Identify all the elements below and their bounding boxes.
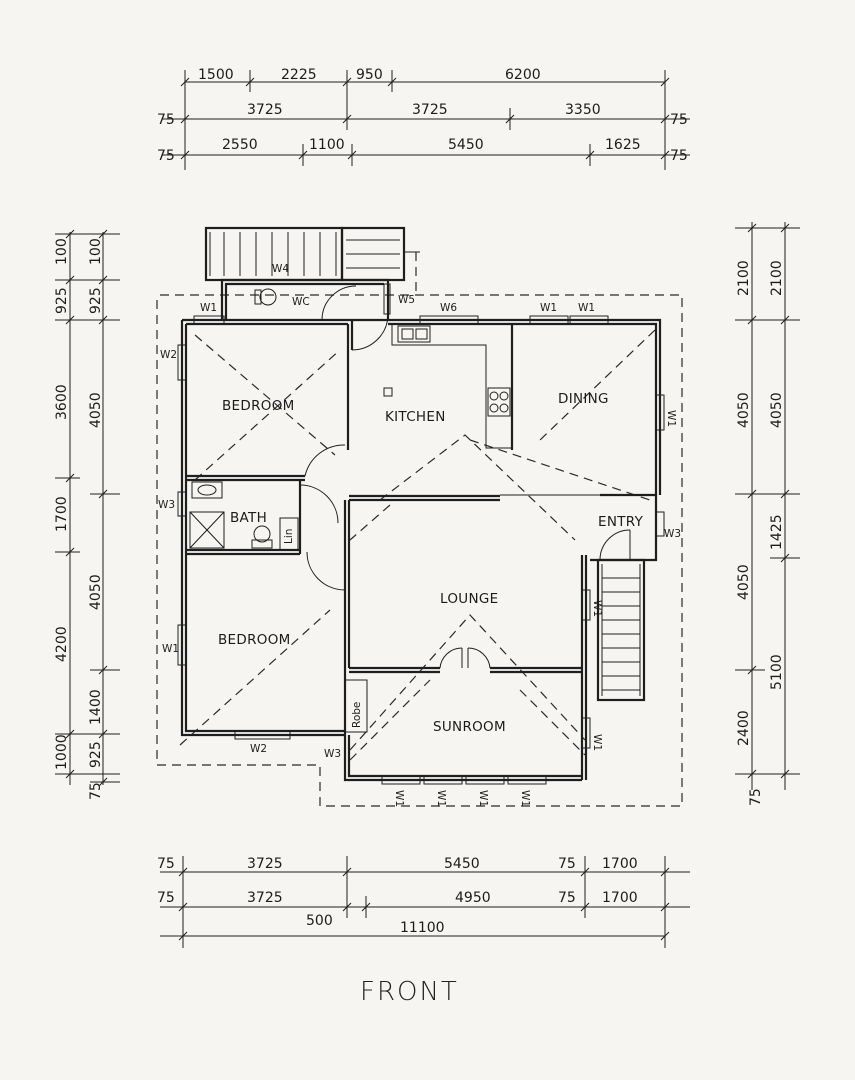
dim-right-2100-b: 2100 [769,260,785,296]
fixtures [189,288,511,551]
room-sunroom: SUNROOM [433,719,506,735]
window-label-w2-bed2: W2 [250,743,267,755]
window-label-w2-bed1: W2 [160,349,177,361]
dim-bot-3725-a: 3725 [247,856,283,872]
dim-left-100-b: 100 [88,238,104,265]
dim-bot-1700-a: 1700 [602,856,638,872]
dim-left-925-b: 925 [88,287,104,314]
dim-top-75-left: 75 [157,112,175,128]
dim-top-2550: 2550 [222,137,258,153]
dim-top-3350: 3350 [565,102,601,118]
dim-left-4200: 4200 [54,626,70,662]
room-linen: Lin [283,529,295,544]
dim-top3-75-left: 75 [157,148,175,164]
window-label-w1-wc: W1 [200,302,217,314]
room-lounge: LOUNGE [440,591,498,607]
dim-top-1500: 1500 [198,67,234,83]
doors [299,280,631,669]
dim-bot-75-b: 75 [558,856,576,872]
room-bedroom-2: BEDROOM [218,632,291,648]
window-label-w1-bed2: W1 [162,643,179,655]
dim-left-75: 75 [88,782,104,800]
window-label-w1-sun-4: W1 [519,790,531,807]
dim-left-3600: 3600 [54,384,70,420]
dim-right-2100-a: 2100 [736,260,752,296]
dim-right-1425: 1425 [769,514,785,550]
room-dining: DINING [558,391,609,407]
dim-bot-1700-b: 1700 [602,890,638,906]
room-kitchen: KITCHEN [385,409,446,425]
window-label-w1-sun-2: W1 [435,790,447,807]
window-label-w1-sun-side: W1 [591,734,603,751]
dim-top-1100: 1100 [309,137,345,153]
dim-top-3725-b: 3725 [412,102,448,118]
front-caption: FRONT [360,977,459,1007]
dim-left-100-a: 100 [54,238,70,265]
dim-top-5450: 5450 [448,137,484,153]
window-label-w3-sun: W3 [324,748,341,760]
dim-left-4050-b: 4050 [88,574,104,610]
dim-top-75-right: 75 [670,112,688,128]
dim-right-2400: 2400 [736,710,752,746]
rear-stairs [209,232,400,276]
dim-right-5100: 5100 [769,654,785,690]
dim-left-4050-a: 4050 [88,392,104,428]
dim-bot-11100: 11100 [400,920,445,936]
dim-right-75: 75 [748,788,764,806]
dim-bot-500: 500 [306,913,333,929]
dim-top-3725-a: 3725 [247,102,283,118]
dim-right-4050-a: 4050 [736,392,752,428]
dim-bot-5450: 5450 [444,856,480,872]
dim-bot-3725-b: 3725 [247,890,283,906]
dim-top-2225: 2225 [281,67,317,83]
dim-left-1400: 1400 [88,689,104,725]
right-dimensions: 2100 4050 4050 2400 75 2100 4050 1425 51… [735,222,800,806]
dim-bot-4950: 4950 [455,890,491,906]
window-label-w1-lounge: W1 [591,600,603,617]
window-label-w5: W5 [398,294,415,306]
dim-right-4050-c: 4050 [769,392,785,428]
dim-bot2-75-a: 75 [157,890,175,906]
dim-bot2-75-b: 75 [558,890,576,906]
dim-top-6200: 6200 [505,67,541,83]
room-entry: ENTRY [598,514,644,530]
window-label-w6: W6 [440,302,457,314]
room-bedroom-1: BEDROOM [222,398,295,414]
dim-top-950: 950 [356,67,383,83]
window-label-w1-dining-a: W1 [540,302,557,314]
roof-outline [156,252,683,807]
room-labels: BEDROOM KITCHEN DINING BATH Lin ENTRY LO… [218,296,644,735]
window-label-w4: W4 [272,263,289,275]
room-bath: BATH [230,510,267,526]
room-wc: WC [292,296,310,308]
window-labels: W4 W1 W5 W6 W1 W1 W2 W1 W3 W3 W1 W1 W2 W… [158,263,681,807]
window-label-w1-sun-3: W1 [477,790,489,807]
dim-right-4050-b: 4050 [736,564,752,600]
window-label-w3-entry: W3 [664,528,681,540]
room-robe: Robe [351,702,363,728]
dim-top3-75-right: 75 [670,148,688,164]
dim-left-925-c: 925 [88,741,104,768]
window-marks [177,283,665,785]
window-label-w1-dining-side: W1 [665,410,677,427]
front-stairs [596,558,646,702]
dim-bot-75-a: 75 [157,856,175,872]
dim-left-925-a: 925 [54,287,70,314]
left-dimensions: 100 925 3600 1700 4200 1000 100 925 4050… [54,229,120,800]
window-label-w3-bath: W3 [158,499,175,511]
dim-left-1000: 1000 [54,734,70,770]
window-label-w1-dining-b: W1 [578,302,595,314]
window-label-w1-sun-1: W1 [393,790,405,807]
bottom-dimensions: 75 3725 5450 75 1700 75 3725 500 4950 75… [157,856,690,948]
dim-left-1700: 1700 [54,496,70,532]
top-dimensions: 1500 2225 950 6200 75 3725 3725 3350 75 … [157,67,690,170]
dim-top-1625: 1625 [605,137,641,153]
